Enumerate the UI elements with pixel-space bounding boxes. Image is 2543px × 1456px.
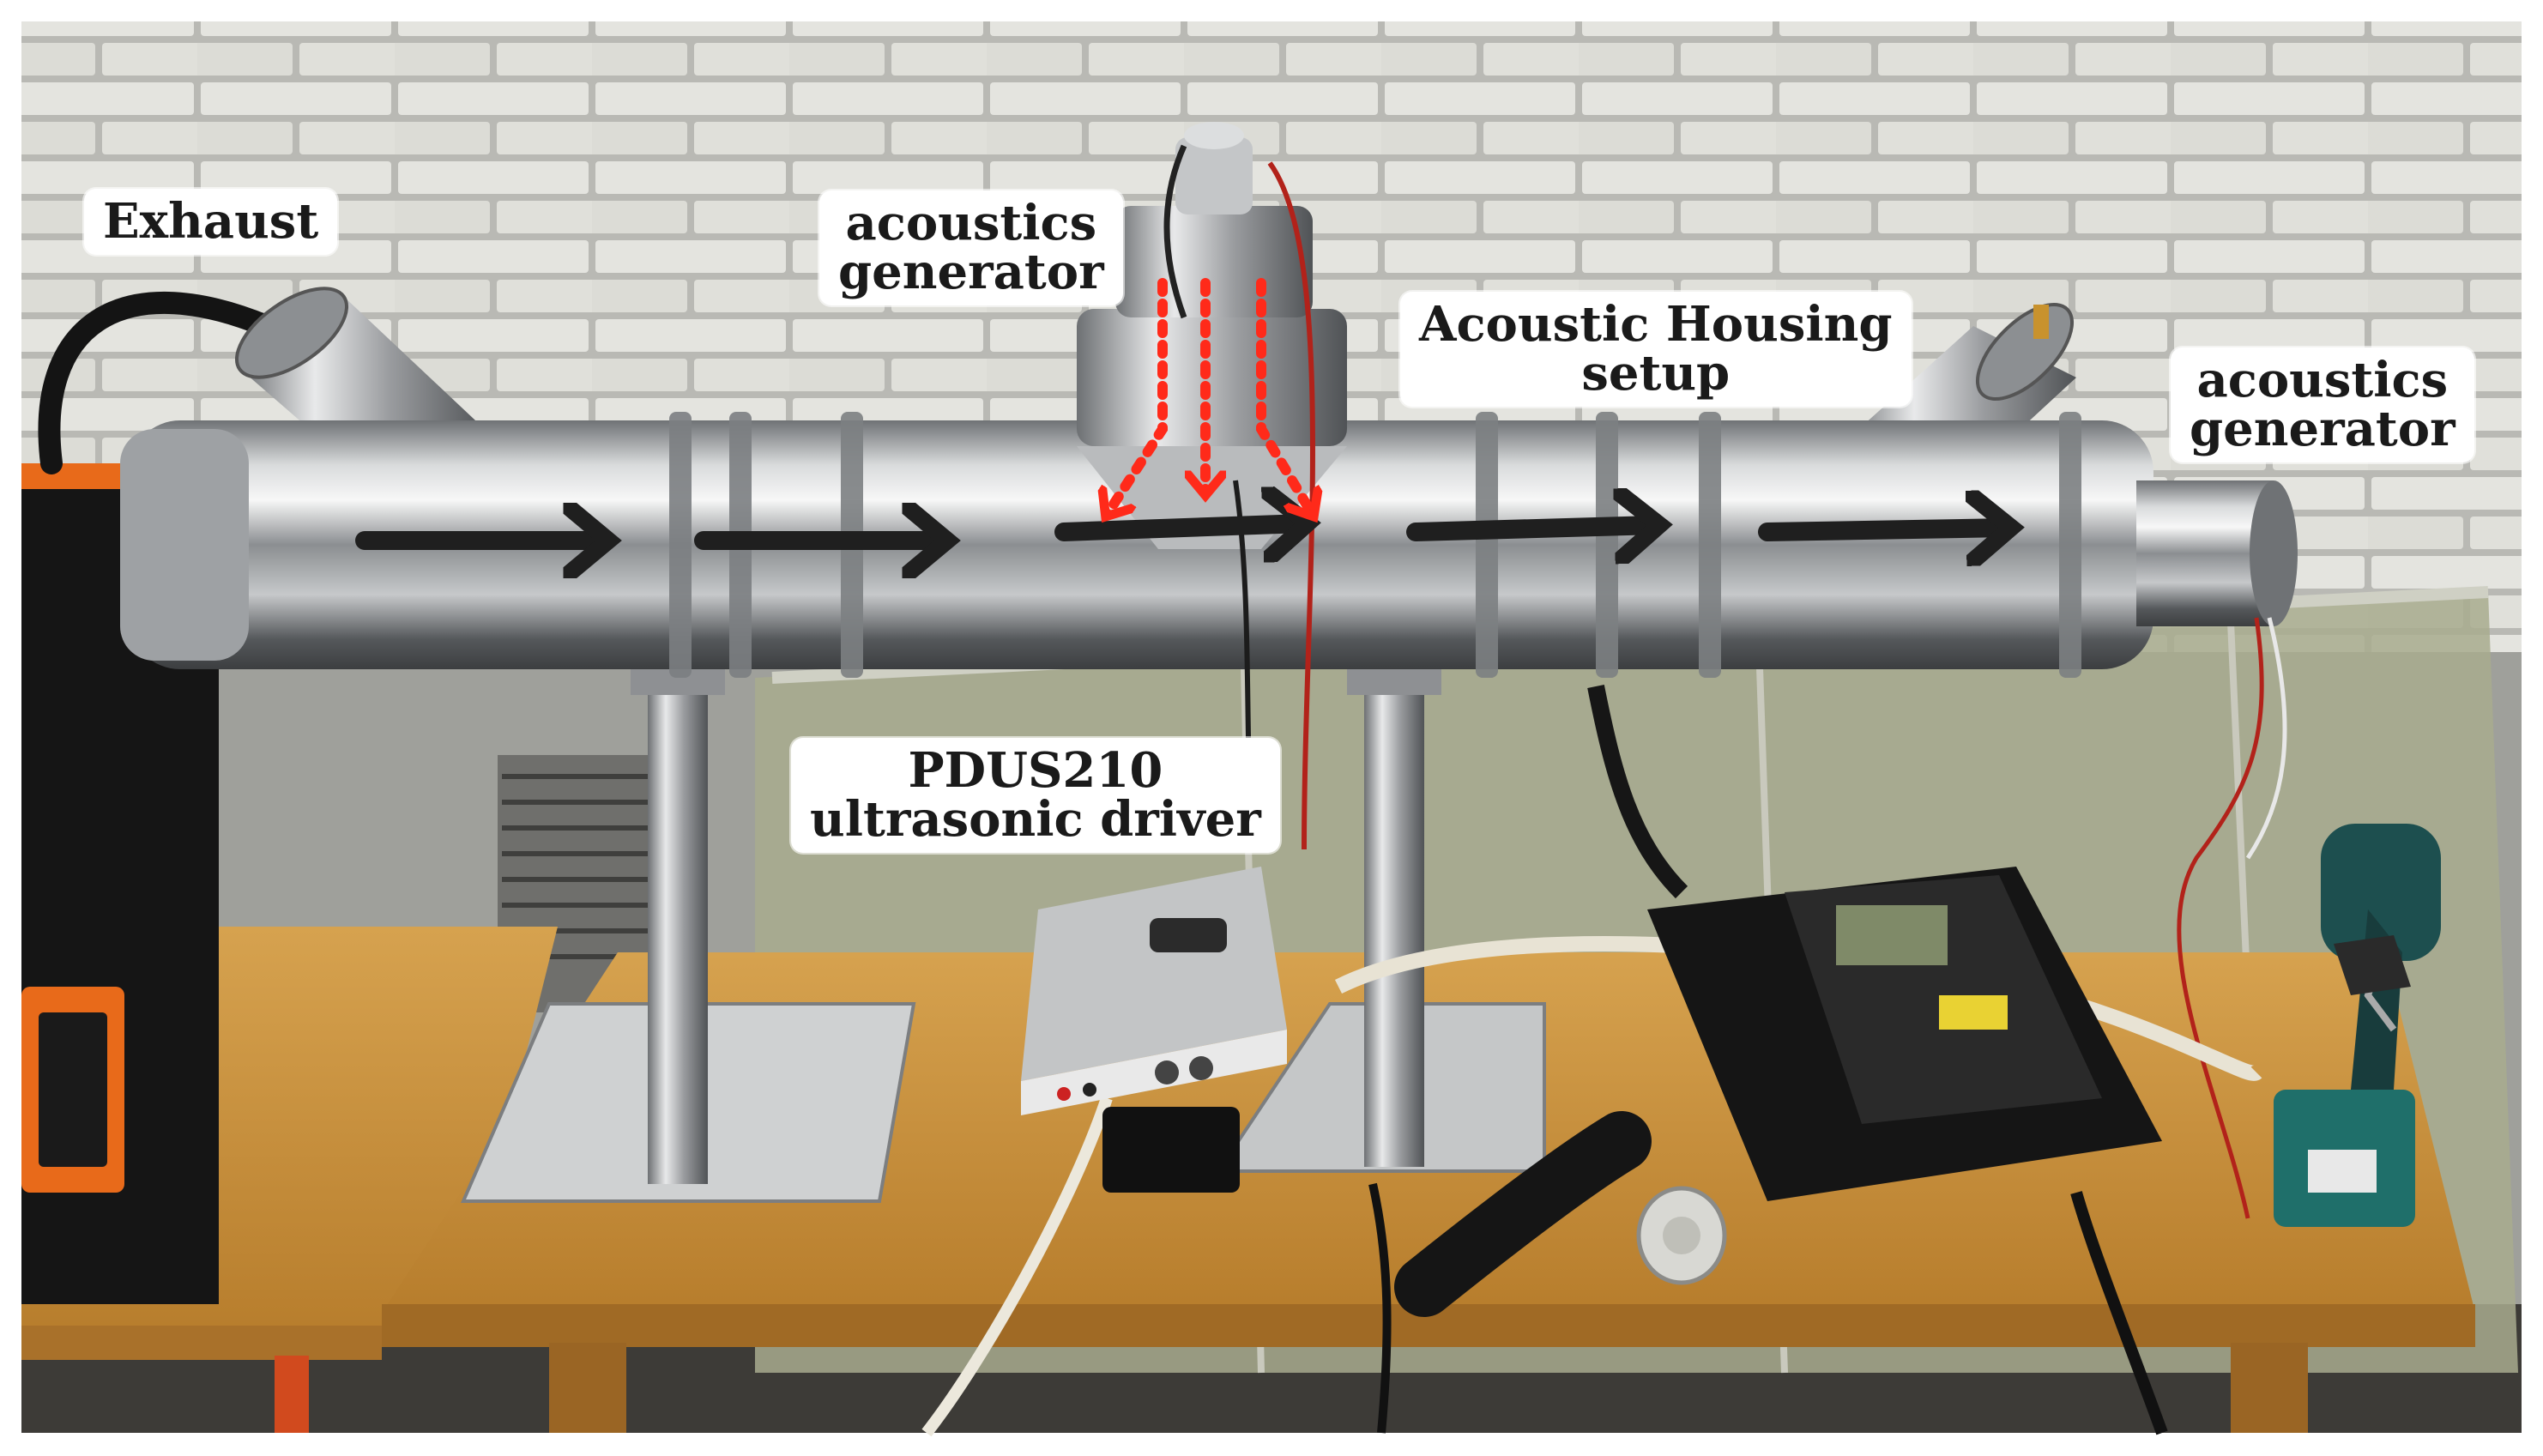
emission-arrow-right (1256, 278, 1313, 515)
pdus210-driver-box (1021, 867, 1287, 1193)
label-exhaust: Exhaust (84, 189, 338, 256)
label-exhaust-text: Exhaust (103, 193, 319, 250)
label-acoustic-housing: Acoustic Housing setup (1400, 292, 1912, 408)
probe-handle (1394, 1111, 1727, 1317)
main-pipe (129, 420, 2153, 669)
label-line: generator (2190, 401, 2455, 458)
stand-post-left (648, 661, 708, 1184)
acoustic-emission-arrows (1107, 278, 1313, 515)
flow-arrows (355, 523, 2008, 541)
label-ultrasonic-driver: PDUS210 ultrasonic driver (791, 738, 1280, 854)
label-line: generator (838, 244, 1104, 301)
gas-analyzer (1647, 867, 2162, 1201)
label-line: acoustics (845, 195, 1097, 251)
emission-arrow-left (1107, 278, 1168, 515)
pipe-inlet-wrap (120, 429, 249, 661)
label-line: ultrasonic driver (810, 791, 1261, 849)
label-line: PDUS210 (908, 742, 1163, 799)
label-line: acoustics (2196, 352, 2449, 408)
label-acoustics-generator-right: acoustics generator (2171, 347, 2474, 463)
flow-arrow-4 (1406, 525, 1656, 532)
flow-arrow-5 (1758, 528, 2008, 532)
flow-arrow-3 (1054, 523, 1304, 532)
exhaust-hose (38, 291, 277, 474)
red-wire (1267, 161, 1315, 850)
label-acoustics-generator-top: acoustics generator (819, 190, 1123, 306)
cordless-drill (2274, 824, 2441, 1227)
label-line: setup (1581, 345, 1731, 402)
label-line: Acoustic Housing (1419, 296, 1893, 353)
stand-post-right (1364, 661, 1424, 1167)
